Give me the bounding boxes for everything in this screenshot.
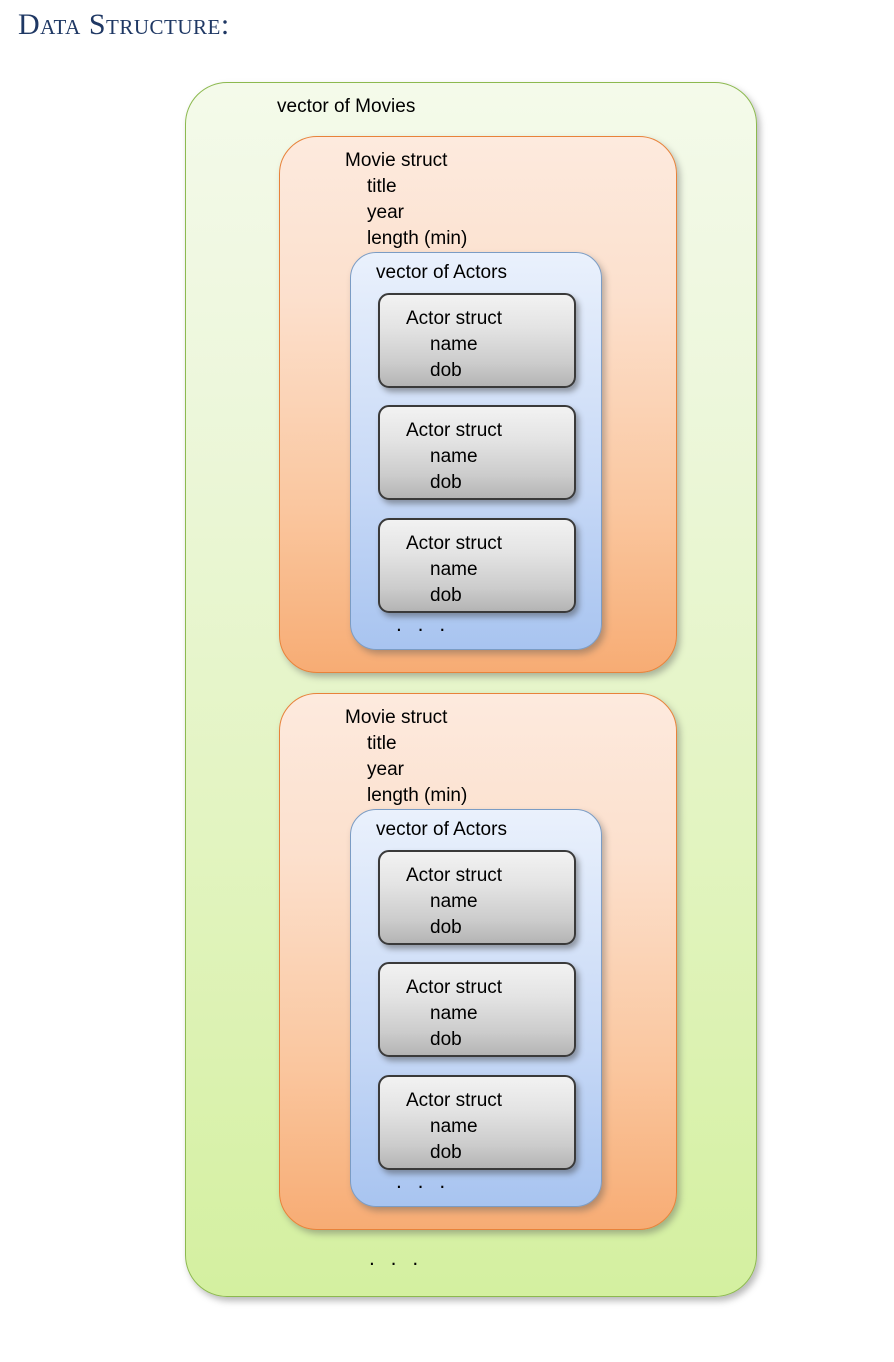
movie-struct-header: Movie struct bbox=[345, 150, 448, 171]
actor-struct-header: Actor struct bbox=[406, 420, 503, 441]
vector-of-movies-label: vector of Movies bbox=[277, 96, 416, 117]
movie-field-year: year bbox=[367, 202, 404, 223]
actor-struct-header: Actor struct bbox=[406, 308, 503, 329]
vector-of-actors-label: vector of Actors bbox=[376, 819, 507, 840]
actor-struct-box: Actor struct name dob bbox=[378, 405, 576, 500]
movie-struct-container: Movie struct title year length (min) vec… bbox=[279, 136, 677, 673]
page-title: Data Structure: bbox=[18, 8, 230, 41]
actor-struct-box: Actor struct name dob bbox=[378, 518, 576, 613]
movie-struct-text: Movie struct title year length (min) bbox=[345, 148, 467, 252]
actor-struct-header: Actor struct bbox=[406, 865, 503, 886]
movie-field-title: title bbox=[367, 176, 397, 197]
vector-of-actors-label: vector of Actors bbox=[376, 262, 507, 283]
actor-struct-box: Actor struct name dob bbox=[378, 962, 576, 1057]
actor-field-dob: dob bbox=[430, 1142, 462, 1163]
vector-of-actors-container: vector of Actors Actor struct name dob A… bbox=[350, 252, 602, 650]
actor-field-dob: dob bbox=[430, 360, 462, 381]
actors-ellipsis: . . . bbox=[396, 1170, 451, 1193]
movie-field-length: length (min) bbox=[367, 228, 468, 249]
actor-struct-text: Actor struct name dob bbox=[406, 1088, 502, 1166]
actor-struct-text: Actor struct name dob bbox=[406, 863, 502, 941]
vector-of-actors-container: vector of Actors Actor struct name dob A… bbox=[350, 809, 602, 1207]
actor-field-dob: dob bbox=[430, 917, 462, 938]
actor-struct-text: Actor struct name dob bbox=[406, 531, 502, 609]
movie-field-length: length (min) bbox=[367, 785, 468, 806]
movie-field-year: year bbox=[367, 759, 404, 780]
movie-struct-text: Movie struct title year length (min) bbox=[345, 705, 467, 809]
actor-field-dob: dob bbox=[430, 585, 462, 606]
movie-field-title: title bbox=[367, 733, 397, 754]
actor-struct-box: Actor struct name dob bbox=[378, 1075, 576, 1170]
actor-field-dob: dob bbox=[430, 472, 462, 493]
actor-field-name: name bbox=[430, 1003, 478, 1024]
actors-ellipsis: . . . bbox=[396, 613, 451, 636]
actor-field-name: name bbox=[430, 1116, 478, 1137]
actor-field-name: name bbox=[430, 334, 478, 355]
actor-field-dob: dob bbox=[430, 1029, 462, 1050]
actor-field-name: name bbox=[430, 559, 478, 580]
vector-of-movies-container: vector of Movies Movie struct title year… bbox=[185, 82, 757, 1297]
actor-struct-box: Actor struct name dob bbox=[378, 293, 576, 388]
actor-struct-header: Actor struct bbox=[406, 977, 503, 998]
actor-field-name: name bbox=[430, 446, 478, 467]
actor-struct-text: Actor struct name dob bbox=[406, 975, 502, 1053]
actor-struct-text: Actor struct name dob bbox=[406, 418, 502, 496]
actor-struct-text: Actor struct name dob bbox=[406, 306, 502, 384]
movie-struct-container: Movie struct title year length (min) vec… bbox=[279, 693, 677, 1230]
actor-struct-header: Actor struct bbox=[406, 1090, 503, 1111]
actor-struct-header: Actor struct bbox=[406, 533, 503, 554]
movie-struct-header: Movie struct bbox=[345, 707, 448, 728]
movies-ellipsis: . . . bbox=[369, 1247, 424, 1270]
actor-field-name: name bbox=[430, 891, 478, 912]
actor-struct-box: Actor struct name dob bbox=[378, 850, 576, 945]
